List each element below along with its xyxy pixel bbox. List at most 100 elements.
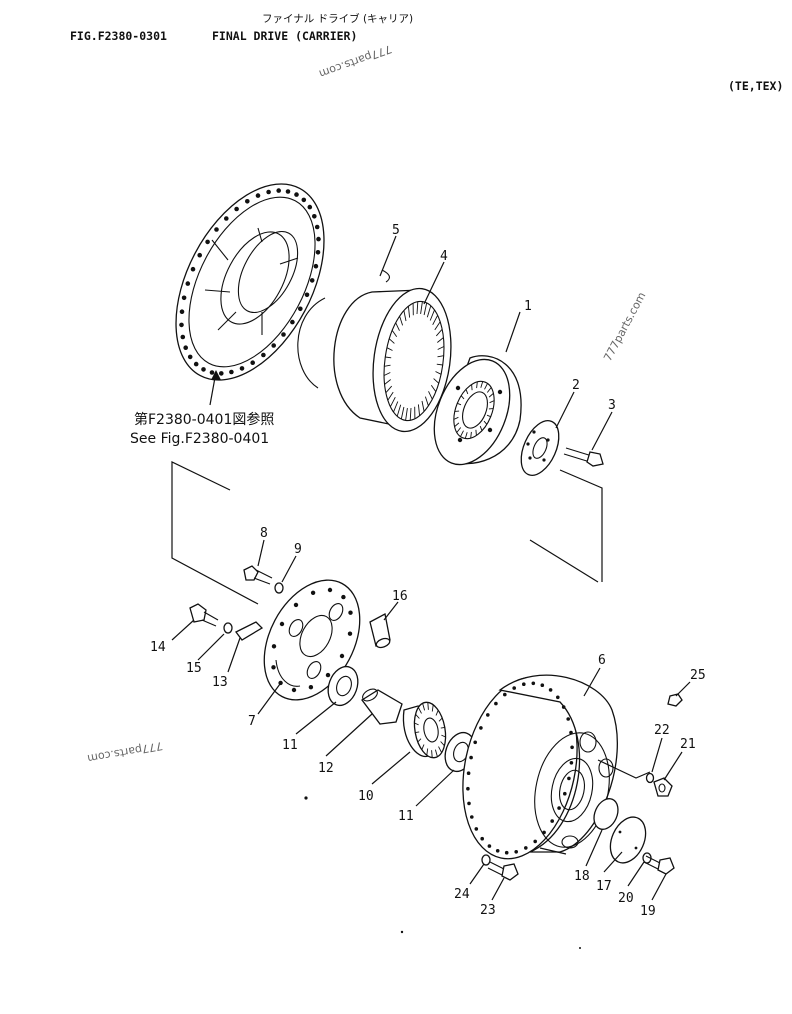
gear-tooth	[426, 305, 432, 318]
callout-14: 14	[150, 640, 166, 655]
bolt-hole	[466, 786, 470, 791]
bolt-hole	[466, 771, 471, 775]
bolt-hole	[561, 705, 566, 709]
gear-tooth	[431, 750, 433, 758]
bolt-hole	[276, 188, 282, 193]
gear-tooth	[479, 425, 483, 431]
bolt-hole	[312, 214, 317, 219]
gear-tooth	[386, 347, 393, 351]
bolt-hole	[540, 683, 545, 687]
bolt-hole	[316, 236, 321, 242]
gear-tooth	[438, 717, 443, 722]
gear-tooth	[430, 384, 437, 392]
bolt-hole	[301, 197, 307, 203]
part-17-cover	[609, 816, 647, 864]
bolt-hole	[281, 332, 286, 337]
bolt-hole	[190, 266, 196, 272]
bolt-hole	[304, 292, 310, 298]
bolt-hole	[347, 631, 353, 636]
reference-english: See Fig.F2380-0401	[130, 431, 269, 447]
callout-8: 8	[260, 526, 268, 541]
callout-20: 20	[618, 891, 634, 906]
bolt-hole	[563, 791, 567, 796]
callout-23: 23	[480, 903, 496, 918]
gear-tooth	[457, 402, 462, 406]
gear-tooth	[415, 713, 420, 719]
callout-16: 16	[392, 589, 408, 604]
gear-tooth	[426, 748, 429, 756]
bolt-hole	[486, 713, 490, 717]
part-14-bolt	[189, 603, 219, 627]
assembly-bracket-lines	[171, 461, 603, 605]
gear-tooth	[403, 310, 407, 322]
callout-9: 9	[294, 542, 302, 557]
bolt-hole	[550, 819, 554, 823]
bolt-hole	[294, 192, 299, 197]
bolt-hole	[255, 193, 261, 198]
bolt-hole	[469, 755, 473, 760]
callout-24: 24	[454, 887, 470, 902]
gear-tooth	[417, 404, 421, 416]
bolt-hole	[266, 189, 271, 195]
gear-tooth	[417, 738, 422, 743]
gear-tooth	[415, 731, 420, 734]
bolt-hole	[474, 827, 479, 831]
callout-3: 3	[608, 398, 616, 413]
bolt-hole	[183, 345, 188, 351]
gear-tooth	[441, 734, 446, 738]
gear-tooth	[460, 430, 464, 437]
part-10-planet-gear	[402, 701, 447, 759]
part-19-bolt	[643, 855, 675, 875]
gear-tooth	[432, 315, 438, 326]
gear-tooth	[390, 396, 396, 407]
gear-tooth	[428, 391, 433, 400]
gear-tooth	[453, 416, 459, 420]
gear-tooth	[440, 741, 445, 747]
bolt-hole	[310, 590, 316, 595]
gear-tooth	[437, 355, 444, 358]
callout-21: 21	[680, 737, 696, 752]
bolt-hole	[524, 846, 528, 850]
part-2-plate	[520, 420, 560, 476]
bolt-hole	[480, 836, 485, 841]
bolt-hole	[556, 695, 560, 700]
bolt-hole	[495, 849, 500, 853]
gear-tooth	[423, 302, 428, 316]
bolt-hole	[229, 369, 234, 375]
bolt-hole	[569, 761, 574, 765]
bolt-hole	[467, 801, 471, 806]
gear-tooth	[414, 722, 419, 726]
bolt-hole	[219, 371, 224, 376]
gear-tooth	[421, 400, 425, 412]
bolt-hole	[470, 815, 474, 819]
bolt-hole	[180, 334, 186, 340]
gear-tooth	[421, 744, 425, 750]
callout-7: 7	[248, 714, 256, 729]
part-16-pin	[369, 613, 391, 649]
bolt-hole	[271, 644, 277, 649]
callout-2: 2	[572, 378, 580, 393]
bolt-hole	[245, 199, 250, 204]
bolt-hole	[179, 322, 184, 328]
callout-11-left: 11	[282, 738, 298, 753]
gear-tooth	[422, 703, 426, 711]
gear-tooth	[435, 371, 442, 375]
bolt-hole	[308, 685, 314, 690]
bolt-hole	[503, 692, 507, 697]
part-6-housing	[462, 674, 651, 860]
bolt-hole	[201, 367, 206, 372]
bolt-hole	[522, 682, 526, 686]
gear-tooth	[388, 338, 395, 344]
callout-5: 5	[392, 223, 400, 238]
watermark: 777parts.com	[601, 290, 648, 363]
gear-tooth	[400, 406, 405, 420]
gear-tooth	[391, 330, 398, 338]
callout-12: 12	[318, 761, 334, 776]
gear-tooth	[488, 393, 494, 398]
gear-tooth	[384, 364, 391, 367]
bolt-hole	[290, 319, 295, 325]
carrier-housing-drawing	[175, 183, 325, 406]
bolt-hole	[193, 361, 199, 367]
bolt-hole	[187, 354, 193, 360]
callout-1: 1	[524, 299, 532, 314]
